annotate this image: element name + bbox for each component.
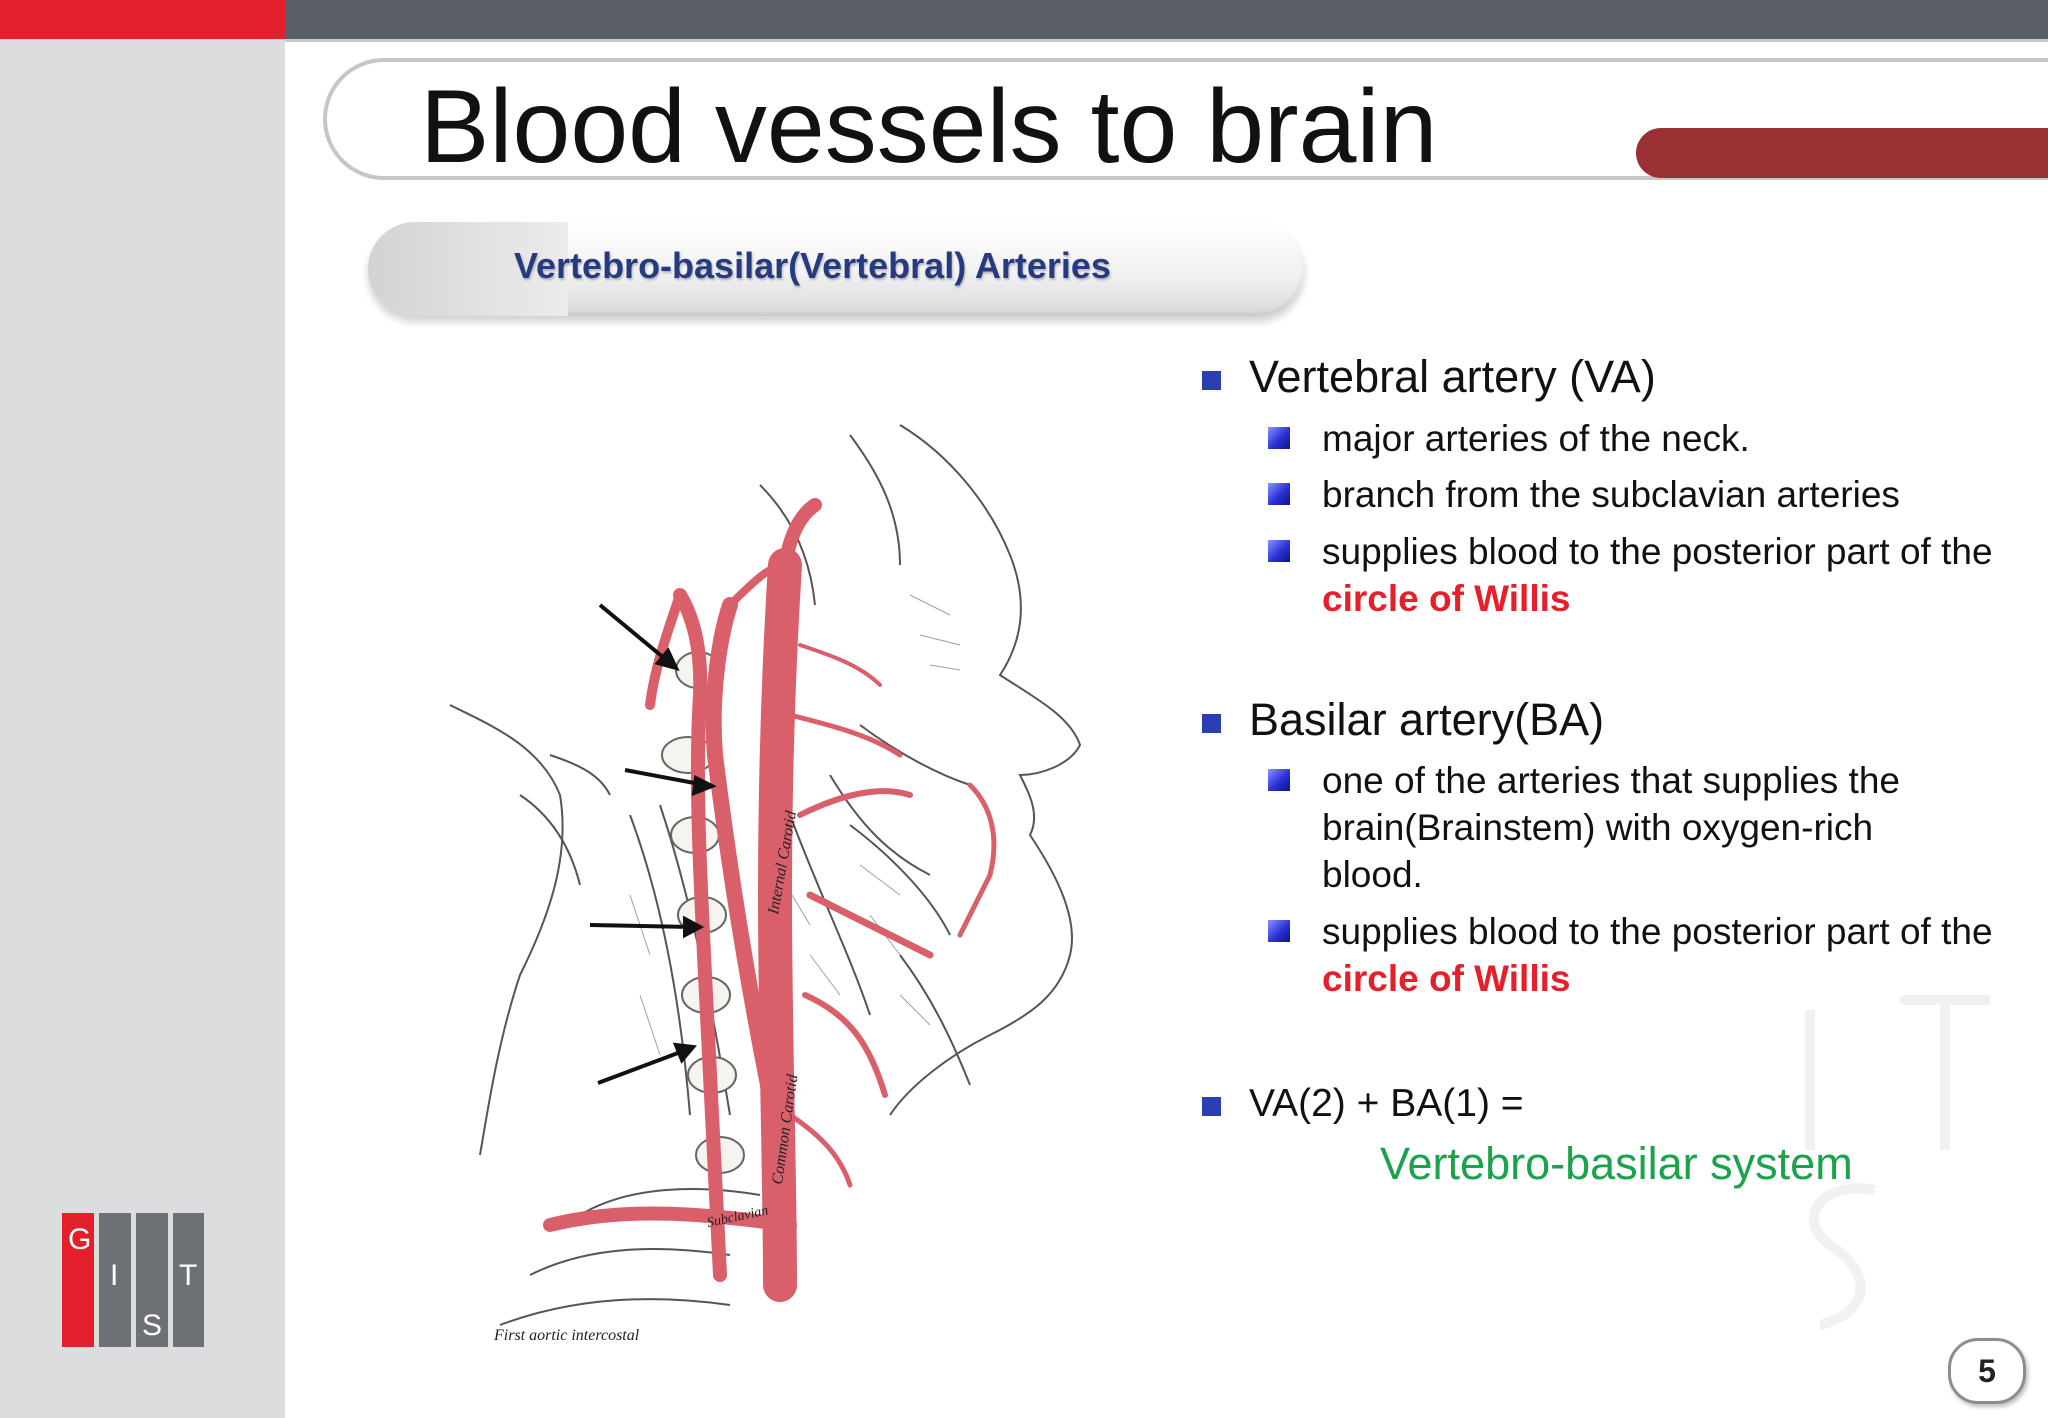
left-sidebar-strip	[0, 0, 285, 1418]
top-bar	[0, 0, 2048, 39]
section-heading-sum: VA(2) + BA(1) =	[1249, 1082, 1524, 1125]
bullet-square-icon	[1202, 1097, 1221, 1116]
subtitle-text: Vertebro-basilar(Vertebral) Arteries	[514, 245, 1111, 286]
slide-title: Blood vessels to brain	[420, 69, 1438, 185]
bullet-square-icon	[1202, 371, 1221, 390]
top-divider	[285, 39, 2048, 42]
bullet-square-icon	[1202, 714, 1221, 733]
ba-item-2-text: supplies blood to the posterior part of …	[1322, 911, 1993, 952]
va-item-3-highlight: circle of Willis	[1322, 578, 1571, 619]
title-accent-bar	[1636, 128, 2048, 178]
result-text: Vertebro-basilar system	[1380, 1138, 1853, 1189]
sub-bullet-icon	[1268, 427, 1290, 449]
page-number: 5	[1948, 1338, 2026, 1404]
ba-item-2-highlight: circle of Willis	[1322, 958, 1571, 999]
ba-item-1: one of the arteries that supplies the br…	[1322, 760, 1900, 895]
ba-item-2: supplies blood to the posterior part of …	[1322, 908, 2002, 1002]
gist-watermark	[1805, 995, 1990, 1330]
logo-letter-s: S	[142, 1309, 162, 1342]
sub-bullet-icon	[1268, 540, 1290, 562]
title-frame	[323, 58, 2048, 180]
sub-bullet-icon	[1268, 920, 1290, 942]
gist-logo: G I S T	[62, 1213, 204, 1347]
top-red-block	[0, 0, 285, 39]
va-item-2: branch from the subclavian arteries	[1322, 474, 1900, 515]
neck-arteries-illustration: First aortic intercostal Internal Caroti…	[449, 424, 1082, 1344]
illustration-caption: First aortic intercostal	[493, 1327, 640, 1344]
logo-letter-t: T	[179, 1259, 197, 1292]
section-heading-va: Vertebral artery (VA)	[1249, 351, 1656, 402]
logo-letter-i: I	[110, 1259, 118, 1292]
subtitle-pill-shade	[368, 222, 568, 316]
va-item-3: supplies blood to the posterior part of …	[1322, 528, 2002, 622]
va-item-3-text: supplies blood to the posterior part of …	[1322, 531, 1993, 572]
sub-bullet-icon	[1268, 483, 1290, 505]
va-item-1: major arteries of the neck.	[1322, 418, 1750, 459]
section-heading-ba: Basilar artery(BA)	[1249, 694, 1605, 745]
logo-letter-g: G	[68, 1223, 91, 1256]
sub-bullet-icon	[1268, 769, 1290, 791]
